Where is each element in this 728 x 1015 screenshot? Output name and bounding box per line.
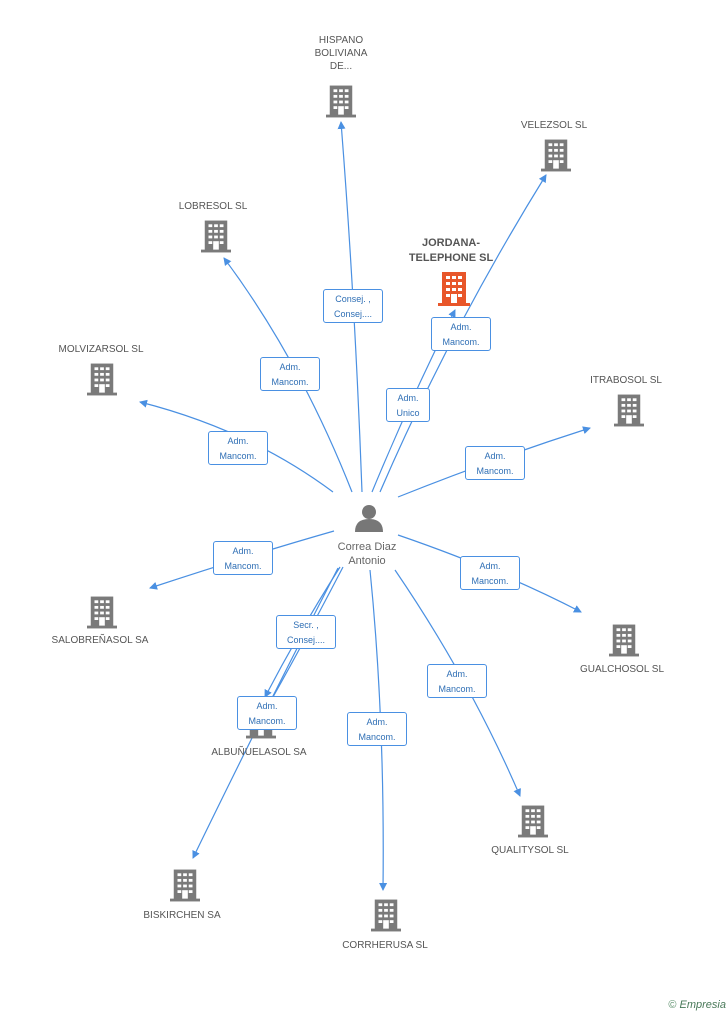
company-label-lobresol[interactable]: LOBRESOL SL	[138, 200, 288, 213]
company-label-velezsol[interactable]: VELEZSOL SL	[479, 119, 629, 132]
role-label-line: Mancom.	[476, 466, 514, 476]
role-label-correrusa[interactable]: Adm. Mancom.	[347, 712, 407, 746]
building-icon-salobrenasol	[87, 596, 117, 629]
building-icon-itrabosol	[614, 394, 644, 427]
company-label-qualitysol[interactable]: QUALITYSOL SL	[455, 844, 605, 857]
company-label-line: HISPANO	[318, 35, 364, 46]
role-label-line: Adm.	[366, 717, 388, 727]
company-label-line: VELEZSOL SL	[520, 120, 588, 131]
company-label-jordana[interactable]: JORDANA- TELEPHONE SL	[376, 236, 526, 266]
company-label-line: DE...	[329, 61, 353, 72]
company-label-gualchosol[interactable]: GUALCHOSOL SL	[547, 663, 697, 676]
company-label-molvizarsol[interactable]: MOLVIZARSOL SL	[26, 343, 176, 356]
copyright-symbol: ©	[668, 999, 677, 1011]
company-label-biskirchen[interactable]: BISKIRCHEN SA	[107, 909, 257, 922]
role-label-line: Adm.	[256, 701, 278, 711]
role-label-line: Secr. ,	[293, 620, 319, 630]
role-label-qualitysol[interactable]: Adm. Mancom.	[427, 664, 487, 698]
building-icon-jordana	[438, 272, 470, 306]
role-label-line: Adm.	[484, 451, 506, 461]
role-label-line: Unico	[396, 408, 420, 418]
role-label-lobresol[interactable]: Adm. Mancom.	[260, 357, 320, 391]
role-label-line: Mancom.	[442, 337, 480, 347]
person-name[interactable]: Correa Diaz Antonio	[292, 540, 442, 568]
company-label-line: SALOBREÑASOL SA	[51, 635, 149, 646]
person-name-line2: Antonio	[348, 555, 386, 567]
role-label-line: Adm.	[446, 669, 468, 679]
company-label-line: JORDANA-	[421, 237, 481, 249]
company-label-line: QUALITYSOL SL	[491, 845, 569, 856]
company-label-itrabosol[interactable]: ITRABOSOL SL	[551, 374, 701, 387]
role-label-line: Mancom.	[219, 451, 257, 461]
company-label-line: ITRABOSOL SL	[590, 375, 662, 386]
company-label-line: BOLIVIANA	[314, 48, 368, 59]
building-icon-gualchosol	[609, 624, 639, 657]
company-label-line: ALBUÑUELASOL SA	[211, 747, 307, 758]
role-label-line: Adm.	[450, 322, 472, 332]
role-label-line: Consej....	[286, 635, 326, 645]
building-icon-molvizarsol	[87, 363, 117, 396]
role-label-hispano[interactable]: Consej. , Consej....	[323, 289, 383, 323]
company-label-albunuelasol[interactable]: ALBUÑUELASOL SA	[184, 746, 334, 759]
person-name-line1: Correa Diaz	[337, 541, 397, 553]
role-label-jordana[interactable]: Adm. Unico	[386, 388, 430, 422]
role-label-albunuelasol-b[interactable]: Adm. Mancom.	[237, 696, 297, 730]
building-icon-biskirchen	[170, 869, 200, 902]
role-label-molvizarsol[interactable]: Adm. Mancom.	[208, 431, 268, 465]
company-label-line: TELEPHONE SL	[408, 252, 494, 264]
brand-logo-text: Empresia	[679, 999, 726, 1011]
company-label-hispano[interactable]: HISPANO BOLIVIANA DE...	[266, 34, 416, 73]
role-label-salobrenasol[interactable]: Adm. Mancom.	[213, 541, 273, 575]
company-label-line: CORRHERUSA SL	[342, 940, 428, 951]
building-icon-hispano	[326, 85, 356, 118]
role-label-line: Adm.	[279, 362, 301, 372]
role-label-line: Adm.	[479, 561, 501, 571]
role-label-line: Mancom.	[358, 732, 396, 742]
company-label-line: GUALCHOSOL SL	[579, 664, 665, 675]
role-label-line: Mancom.	[248, 716, 286, 726]
role-label-line: Mancom.	[224, 561, 262, 571]
company-label-line: MOLVIZARSOL SL	[58, 344, 144, 355]
role-label-albunuelasol-a[interactable]: Secr. , Consej....	[276, 615, 336, 649]
role-label-line: Consej. ,	[335, 294, 371, 304]
building-icon-qualitysol	[518, 805, 548, 838]
role-label-line: Adm.	[227, 436, 249, 446]
role-label-line: Adm.	[397, 393, 419, 403]
role-label-line: Consej....	[333, 309, 373, 319]
role-label-velezsol[interactable]: Adm. Mancom.	[431, 317, 491, 351]
person-icon	[355, 505, 383, 532]
building-icon-lobresol	[201, 220, 231, 253]
building-icon-velezsol	[541, 139, 571, 172]
company-label-line: LOBRESOL SL	[178, 201, 248, 212]
company-label-salobrenasol[interactable]: SALOBREÑASOL SA	[25, 634, 175, 647]
role-label-line: Mancom.	[271, 377, 309, 387]
company-label-correrusa[interactable]: CORRHERUSA SL	[310, 939, 460, 952]
role-label-itrabosol[interactable]: Adm. Mancom.	[465, 446, 525, 480]
role-label-gualchosol[interactable]: Adm. Mancom.	[460, 556, 520, 590]
company-label-line: BISKIRCHEN SA	[143, 910, 221, 921]
role-label-line: Mancom.	[471, 576, 509, 586]
role-label-line: Adm.	[232, 546, 254, 556]
building-icon-correrusa	[371, 899, 401, 932]
role-label-line: Mancom.	[438, 684, 476, 694]
footer-brand[interactable]: © Empresia	[668, 999, 726, 1011]
